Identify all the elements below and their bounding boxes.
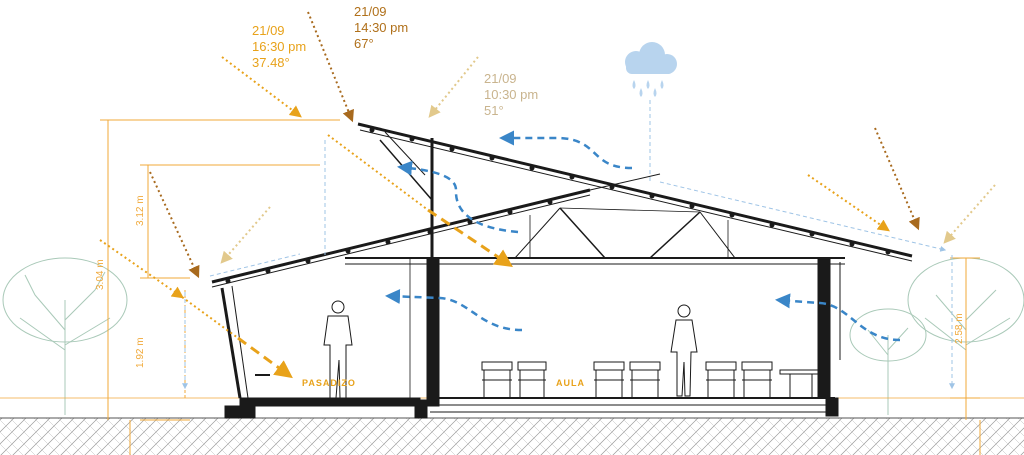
- chair-icon: [517, 361, 547, 398]
- sun-date: 21/09: [252, 23, 285, 38]
- rain-cloud-icon: [625, 42, 677, 97]
- sun-time: 16:30 pm: [252, 39, 306, 54]
- right-wall: [817, 257, 831, 399]
- chair-icon: [705, 361, 737, 398]
- ground: [0, 417, 1024, 455]
- classroom-label: AULA: [556, 378, 585, 388]
- sun-date: 21/09: [484, 71, 517, 86]
- chair-icon: [481, 361, 513, 398]
- person-icon: [323, 300, 353, 399]
- chair-icon: [741, 361, 773, 398]
- chair-icon: [593, 361, 625, 398]
- rainwater-flow: [182, 100, 955, 390]
- building-structure: [211, 122, 913, 419]
- eave-height-right-dimension: 2.58 m: [954, 313, 965, 344]
- tree-icon: [2, 257, 128, 415]
- sun-date: 21/09: [354, 4, 387, 19]
- sun-label-1030: 21/09 10:30 pm 51°: [484, 71, 538, 118]
- total-height-dimension: 3.04 m: [95, 259, 106, 290]
- left-wall: [426, 257, 440, 407]
- sun-label-1430: 21/09 14:30 pm 67°: [354, 4, 408, 51]
- corridor-label: PASADIZO: [302, 378, 356, 388]
- main-roof: [357, 122, 913, 258]
- chair-icon: [629, 361, 661, 398]
- sun-angle: 51°: [484, 103, 504, 118]
- eave-height-left-dimension: 1.92 m: [135, 337, 146, 368]
- sun-label-1630: 21/09 16:30 pm 37.48°: [252, 23, 306, 70]
- sun-angle: 37.48°: [252, 55, 290, 70]
- sun-rays: [99, 11, 996, 379]
- sun-time: 10:30 pm: [484, 87, 538, 102]
- classroom-furniture: [481, 361, 819, 398]
- person-icon: [670, 304, 698, 397]
- roof-purlins: [225, 127, 891, 284]
- corridor-roof: [211, 188, 591, 284]
- sun-time: 14:30 pm: [354, 20, 408, 35]
- sun-angle: 67°: [354, 36, 374, 51]
- ventilation-flow: [385, 130, 901, 342]
- roof-height-dimension: 3.12 m: [135, 195, 146, 226]
